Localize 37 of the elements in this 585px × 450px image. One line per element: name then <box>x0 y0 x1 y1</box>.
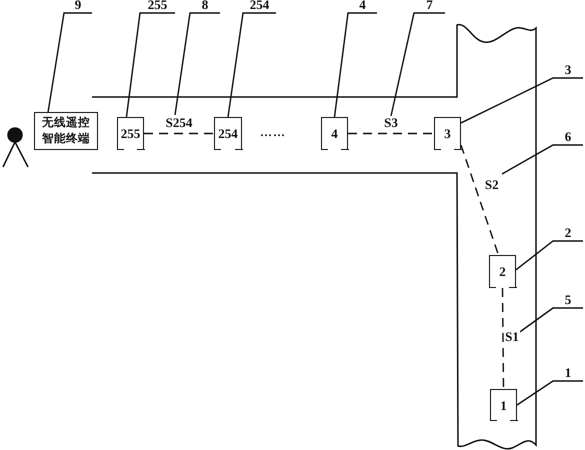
leader-line <box>174 12 220 116</box>
callout-number: 5 <box>553 293 583 308</box>
sensor-box: 2 <box>489 255 516 288</box>
callout-number: 8 <box>190 0 220 13</box>
terminal-box: 无线遥控智能终端 <box>34 112 98 150</box>
callout-number: 1 <box>553 366 583 381</box>
leader-line <box>227 12 276 118</box>
sensor-box: 255 <box>117 117 144 150</box>
callout-number: 254 <box>243 0 276 13</box>
leader-line <box>126 12 175 118</box>
connection-line <box>502 288 504 389</box>
edge-label: S254 <box>164 116 194 130</box>
callout-number: 4 <box>348 0 377 13</box>
callout-number: 2 <box>553 226 583 241</box>
leader-line <box>516 240 583 270</box>
leader-line <box>460 77 583 124</box>
callout-number: 255 <box>140 0 175 13</box>
leader-line <box>516 380 583 406</box>
connection-line <box>460 144 500 256</box>
callout-number: 7 <box>414 0 445 13</box>
leader-line <box>47 12 92 112</box>
leader-line <box>334 12 377 118</box>
leader-line <box>502 144 583 175</box>
edge-label: S1 <box>504 330 520 344</box>
callout-number: 3 <box>553 63 583 78</box>
edge-label: S2 <box>484 178 500 192</box>
sensor-box: 254 <box>214 117 242 150</box>
connection-line <box>348 132 434 134</box>
ellipsis-text: …… <box>260 125 286 140</box>
connection-line <box>144 132 214 134</box>
callout-number: 6 <box>553 130 583 145</box>
leader-line <box>390 12 445 116</box>
sensor-box: 1 <box>490 389 517 421</box>
sensor-box: 4 <box>321 117 348 150</box>
edge-label: S3 <box>383 116 399 130</box>
sensor-box: 3 <box>434 117 461 150</box>
callout-number: 9 <box>64 0 92 13</box>
